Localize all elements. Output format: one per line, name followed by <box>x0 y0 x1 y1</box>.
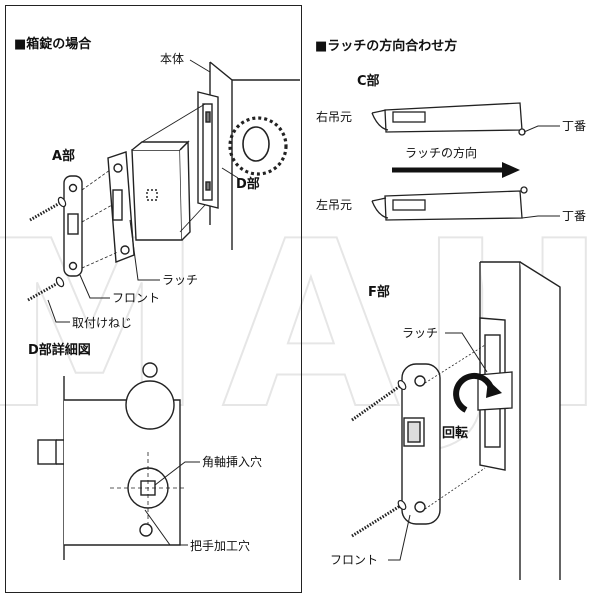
heading-square-icon: ■ <box>14 37 27 52</box>
f-front-plate <box>401 363 441 525</box>
left-panel-frame <box>5 5 302 593</box>
f-screw-lower <box>351 499 407 538</box>
latch-right-hung <box>371 102 526 136</box>
label-part-d: D部 <box>236 177 260 192</box>
right-heading: ■ラッチの方向合わせ方 <box>315 40 457 54</box>
label-latch: ラッチ <box>162 273 199 287</box>
screw-upper <box>29 196 67 222</box>
front-plate <box>63 175 83 277</box>
f-door <box>479 261 561 580</box>
d-detail-drawing <box>37 362 181 560</box>
label-front: フロント <box>112 291 161 305</box>
label-part-a: A部 <box>52 149 76 164</box>
label-right-hung: 右吊元 <box>316 110 353 124</box>
label-hinge-top: 丁番 <box>562 119 587 133</box>
right-heading-text: ラッチの方向合わせ方 <box>327 39 458 54</box>
detail-heading: D部詳細図 <box>28 343 91 358</box>
direction-arrow <box>392 162 520 178</box>
heading-square-icon: ■ <box>315 39 328 54</box>
lock-case <box>131 140 191 241</box>
a-front-plate <box>107 151 135 263</box>
latch-left-hung <box>371 186 528 221</box>
label-part-c: C部 <box>357 74 380 89</box>
label-body: 本体 <box>160 52 185 66</box>
label-f-latch: ラッチ <box>402 326 439 340</box>
left-heading-text: 箱錠の場合 <box>26 37 92 52</box>
screw-lower <box>27 276 65 302</box>
label-spindle-hole: 角軸挿入穴 <box>202 455 263 469</box>
label-latch-direction: ラッチの方向 <box>405 146 478 160</box>
rotate-arrow <box>453 372 502 413</box>
label-screw: 取付けねじ <box>72 316 133 330</box>
f-screw-upper <box>351 379 407 422</box>
door-body <box>197 61 300 250</box>
label-part-f: F部 <box>368 285 390 300</box>
label-rotate: 回転 <box>442 426 469 441</box>
label-hinge-bottom: 丁番 <box>562 209 587 223</box>
label-f-front: フロント <box>330 553 379 567</box>
d-part-marker <box>228 116 288 176</box>
label-handle-hole: 把手加工穴 <box>190 539 251 553</box>
label-left-hung: 左吊元 <box>316 198 353 212</box>
left-heading: ■箱錠の場合 <box>14 38 91 52</box>
